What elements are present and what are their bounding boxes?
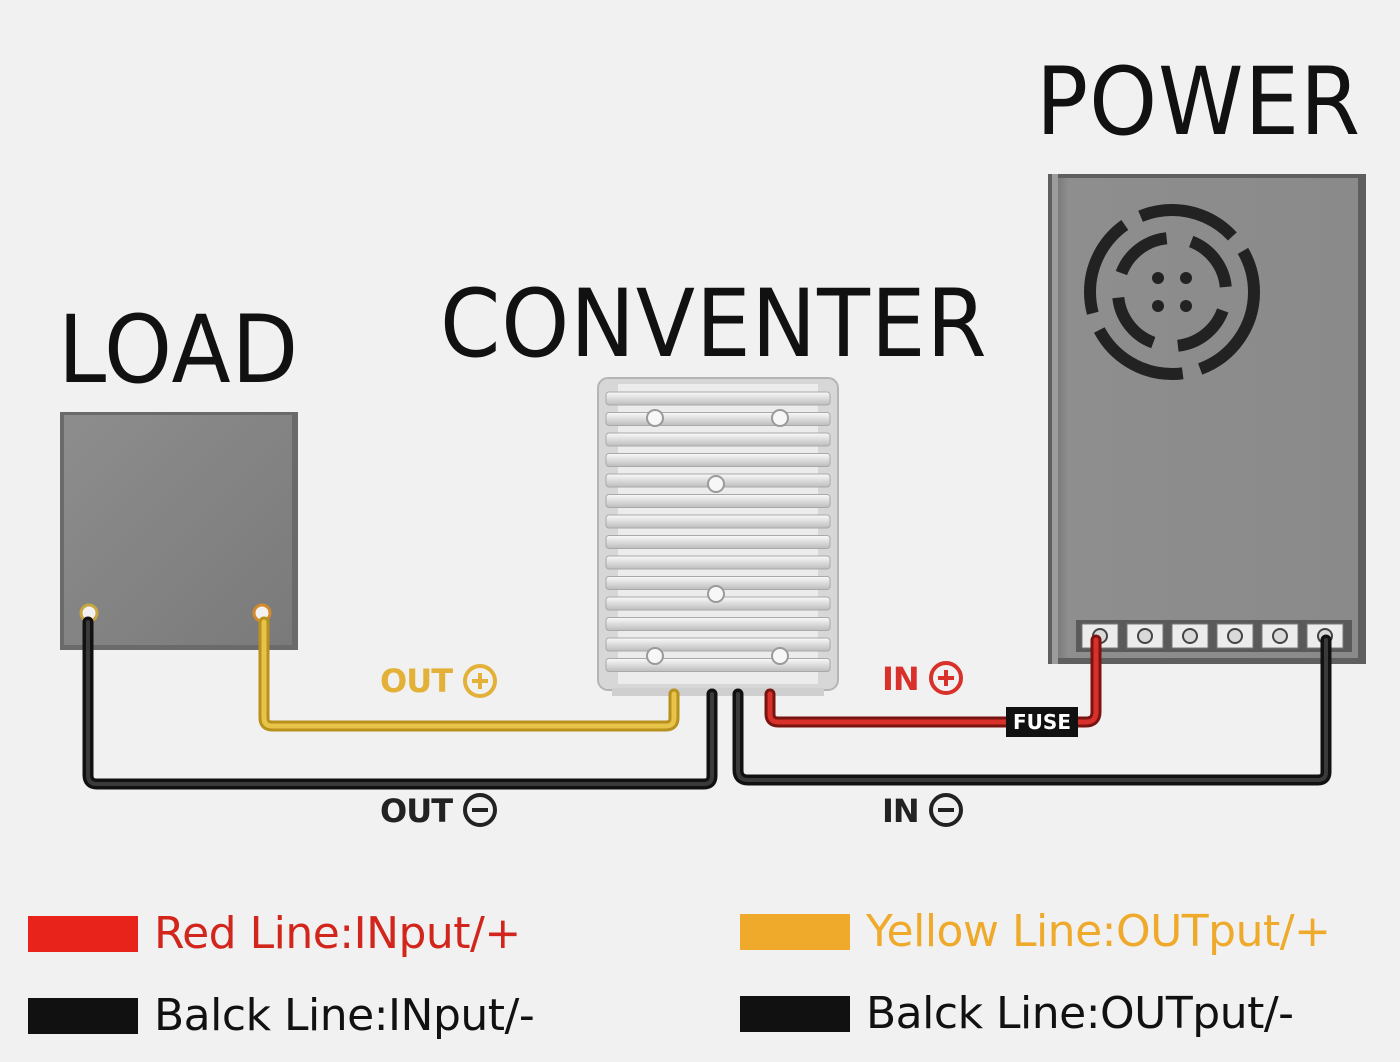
heatsink-fin <box>605 494 831 508</box>
legend-swatch-red <box>28 915 138 952</box>
legend-text-yellow: Yellow Line:OUTput/+ <box>866 906 1331 957</box>
converter-device <box>597 377 839 696</box>
legend-swatch-black-input <box>28 997 138 1034</box>
power-title: POWER <box>1036 48 1362 157</box>
out-positive-label: OUT <box>380 662 453 700</box>
heatsink-fin <box>605 391 831 406</box>
heatsink-fin <box>605 453 831 467</box>
heatsink-fin <box>605 658 831 672</box>
heatsink-fin <box>605 412 831 426</box>
fuse-label: FUSE <box>1006 707 1078 737</box>
load-title: LOAD <box>58 296 300 405</box>
legend-swatch-yellow <box>740 913 850 950</box>
legend-yellow: Yellow Line:OUTput/+ <box>740 906 1331 957</box>
mounting-hole <box>646 647 664 665</box>
in-positive-label: IN <box>882 660 920 698</box>
legend-text-black-output: Balck Line:OUTput/- <box>866 988 1294 1039</box>
converter-title: CONVENTER <box>440 270 988 379</box>
legend-black-output: Balck Line:OUTput/- <box>740 988 1294 1039</box>
legend-text-black-input: Balck Line:INput/- <box>154 990 535 1041</box>
legend-red: Red Line:INput/+ <box>28 908 521 959</box>
heatsink-fin <box>605 514 831 529</box>
heatsink-fin <box>605 617 831 631</box>
power-supply <box>1048 174 1366 664</box>
heatsink-fin <box>605 637 831 652</box>
circle-plus-icon <box>929 661 963 695</box>
heatsink-fin <box>605 432 831 447</box>
wires <box>82 616 1332 790</box>
heatsink-fin <box>605 555 831 570</box>
legend-text-red: Red Line:INput/+ <box>154 908 521 959</box>
circle-minus-icon <box>929 793 963 827</box>
mounting-hole <box>646 409 664 427</box>
heatsink-fin <box>605 535 831 549</box>
legend-swatch-black-output <box>740 995 850 1032</box>
mounting-hole <box>707 585 725 603</box>
load-device <box>60 412 298 650</box>
legend-black-input: Balck Line:INput/- <box>28 990 535 1041</box>
power-terminal-block <box>1076 620 1352 652</box>
mounting-hole <box>771 409 789 427</box>
circle-minus-icon <box>463 793 497 827</box>
out-negative-label: OUT <box>380 792 453 830</box>
mounting-hole <box>771 647 789 665</box>
mounting-hole <box>707 475 725 493</box>
circle-plus-icon <box>463 664 497 698</box>
in-negative-label: IN <box>882 792 920 830</box>
